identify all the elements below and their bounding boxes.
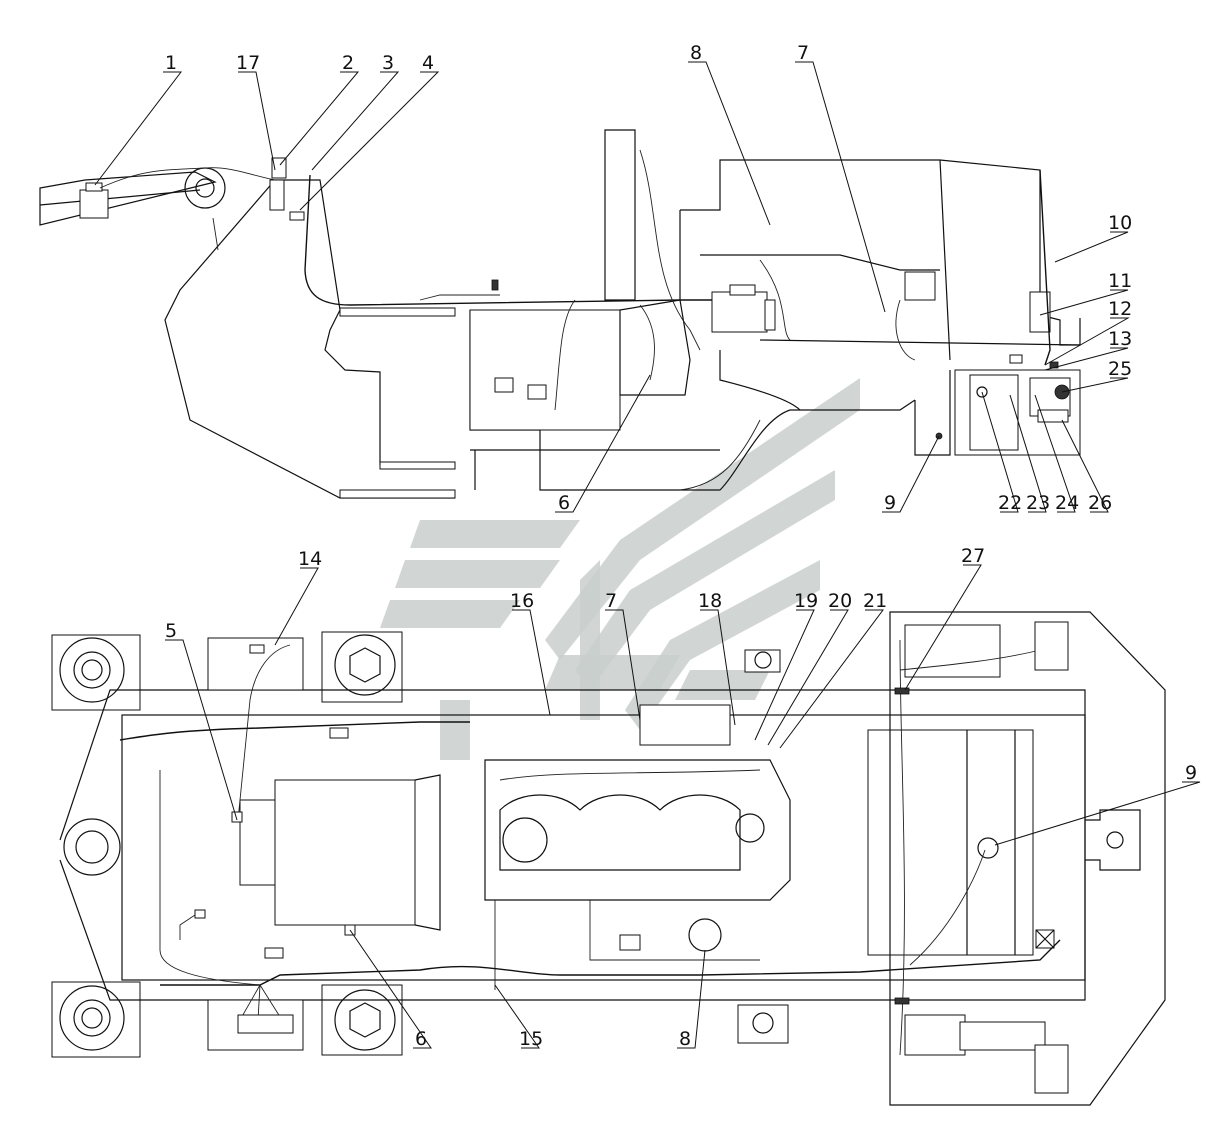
callout-label: 13 — [1108, 328, 1132, 350]
callout-label: 24 — [1055, 492, 1079, 514]
callout-label: 25 — [1108, 358, 1132, 380]
callout-label: 14 — [298, 548, 322, 570]
callout-label: 27 — [961, 545, 985, 567]
side-view — [39, 129, 1081, 499]
callout-label: 26 — [1088, 492, 1112, 514]
callout-label: 8 — [690, 42, 702, 64]
callout-label: 4 — [422, 52, 434, 74]
callout-label: 6 — [558, 492, 570, 514]
callout-label: 21 — [863, 590, 887, 612]
callout-label: 1 — [165, 52, 177, 74]
callout-labels: 1 17 2 3 4 8 7 10 11 12 13 25 6 9 22 23 … — [165, 42, 1197, 1050]
callout-label: 19 — [794, 590, 818, 612]
leader-lines — [94, 61, 1201, 1049]
callout-label: 8 — [679, 1028, 691, 1050]
callout-label: 5 — [165, 620, 177, 642]
callout-label: 23 — [1026, 492, 1050, 514]
callout-label: 3 — [382, 52, 394, 74]
callout-label: 7 — [605, 590, 617, 612]
callout-label: 7 — [797, 42, 809, 64]
callout-label: 20 — [828, 590, 852, 612]
callout-label: 12 — [1108, 298, 1132, 320]
callout-label: 15 — [519, 1028, 543, 1050]
callout-label: 17 — [236, 52, 260, 74]
callout-label: 6 — [415, 1028, 427, 1050]
callout-label: 11 — [1108, 270, 1132, 292]
callout-label: 18 — [698, 590, 722, 612]
watermark-logo — [380, 378, 860, 760]
callout-label: 10 — [1108, 212, 1132, 234]
callout-label: 2 — [342, 52, 354, 74]
callout-label: 22 — [998, 492, 1022, 514]
plan-view — [51, 611, 1166, 1106]
callout-label: 9 — [1185, 762, 1197, 784]
callout-label: 9 — [884, 492, 896, 514]
callout-label: 16 — [510, 590, 534, 612]
